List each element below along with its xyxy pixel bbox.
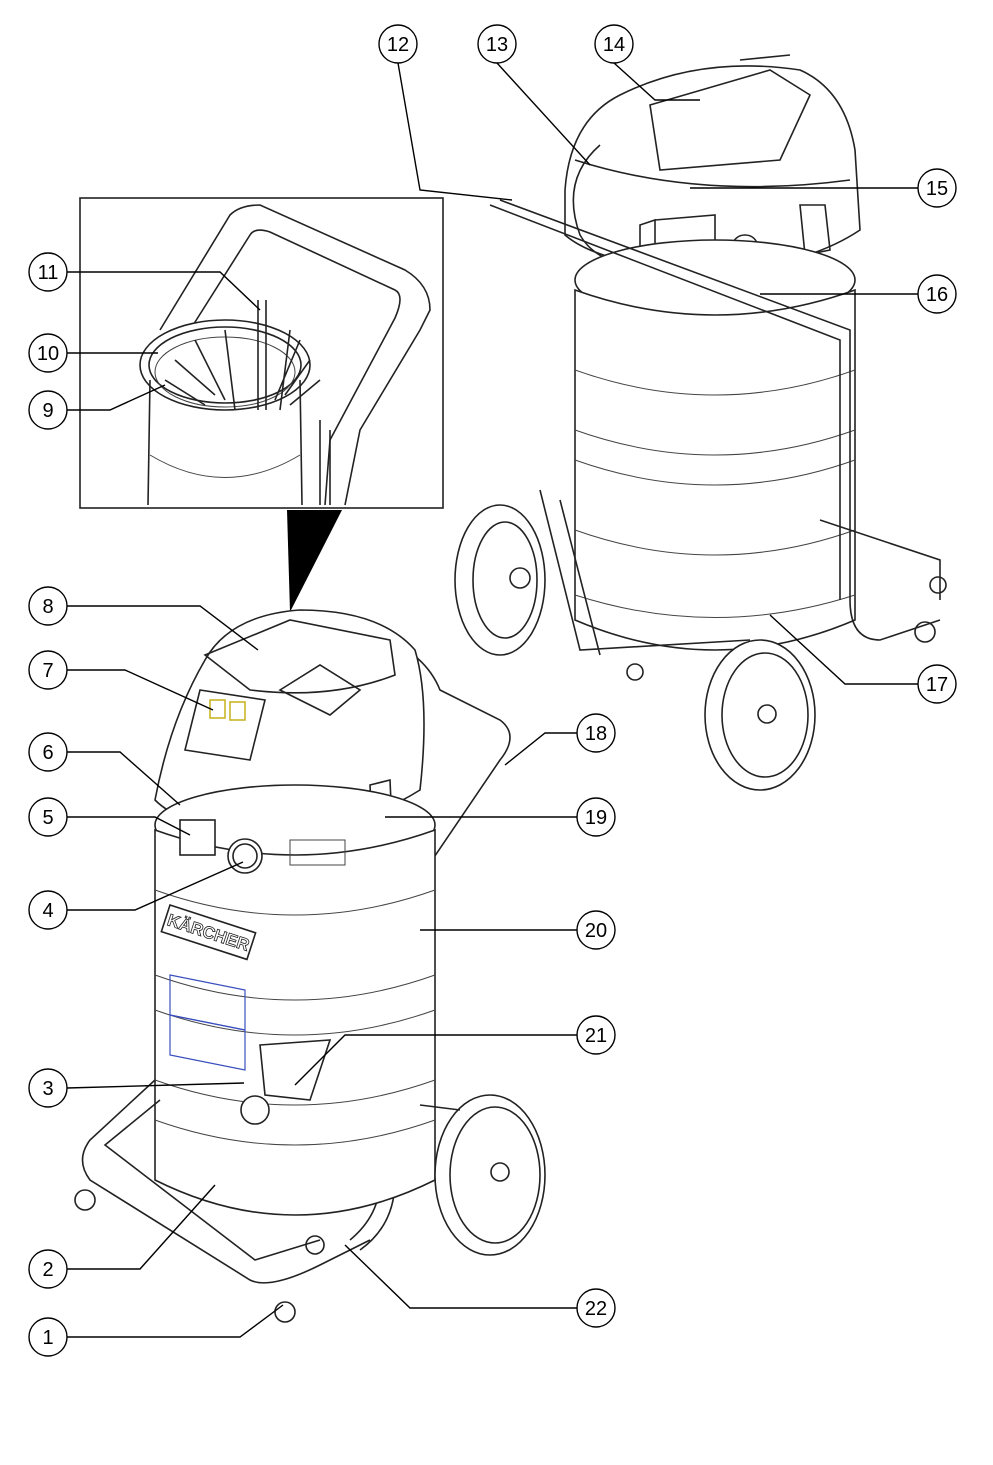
callout-18: 18 bbox=[576, 713, 616, 753]
callout-19: 19 bbox=[576, 797, 616, 837]
svg-text:20: 20 bbox=[585, 920, 607, 942]
svg-text:9: 9 bbox=[42, 400, 53, 422]
svg-text:13: 13 bbox=[486, 34, 508, 56]
callout-3: 3 bbox=[28, 1068, 68, 1108]
svg-text:11: 11 bbox=[38, 262, 59, 284]
callout-12: 12 bbox=[378, 24, 418, 64]
callout-1: 1 bbox=[28, 1317, 68, 1357]
svg-text:5: 5 bbox=[42, 807, 53, 829]
svg-text:17: 17 bbox=[926, 674, 948, 696]
svg-text:12: 12 bbox=[387, 34, 409, 56]
callout-7: 7 bbox=[28, 650, 68, 690]
callout-11: 11 bbox=[28, 252, 68, 292]
callout-13: 13 bbox=[477, 24, 517, 64]
callout-20: 20 bbox=[576, 910, 616, 950]
svg-text:3: 3 bbox=[42, 1078, 53, 1100]
svg-text:18: 18 bbox=[585, 723, 607, 745]
svg-text:21: 21 bbox=[585, 1025, 607, 1047]
svg-text:16: 16 bbox=[926, 284, 948, 306]
callout-5: 5 bbox=[28, 797, 68, 837]
svg-text:22: 22 bbox=[585, 1298, 607, 1320]
callout-4: 4 bbox=[28, 890, 68, 930]
callout-8: 8 bbox=[28, 586, 68, 626]
callout-14: 14 bbox=[594, 24, 634, 64]
callout-17: 17 bbox=[917, 664, 957, 704]
svg-text:14: 14 bbox=[603, 34, 625, 56]
callout-22: 22 bbox=[576, 1288, 616, 1328]
callout-2: 2 bbox=[28, 1249, 68, 1289]
svg-text:6: 6 bbox=[42, 742, 53, 764]
svg-text:15: 15 bbox=[926, 178, 948, 200]
svg-text:4: 4 bbox=[42, 900, 53, 922]
svg-text:8: 8 bbox=[42, 596, 53, 618]
callout-21: 21 bbox=[576, 1015, 616, 1055]
svg-text:10: 10 bbox=[37, 343, 59, 365]
callout-15: 15 bbox=[917, 168, 957, 208]
callout-10: 10 bbox=[28, 333, 68, 373]
leader-lines bbox=[66, 62, 918, 1338]
svg-text:7: 7 bbox=[42, 660, 53, 682]
svg-text:2: 2 bbox=[42, 1259, 53, 1281]
inset-detail-filter-basket bbox=[79, 197, 444, 509]
callout-9: 9 bbox=[28, 390, 68, 430]
zoom-pointer-triangle bbox=[287, 510, 342, 612]
callout-6: 6 bbox=[28, 732, 68, 772]
svg-text:19: 19 bbox=[585, 807, 607, 829]
callout-16: 16 bbox=[917, 274, 957, 314]
vacuum-rear-view bbox=[454, 54, 947, 791]
vacuum-front-view: KÄRCHER bbox=[74, 609, 546, 1323]
svg-text:1: 1 bbox=[42, 1327, 53, 1349]
